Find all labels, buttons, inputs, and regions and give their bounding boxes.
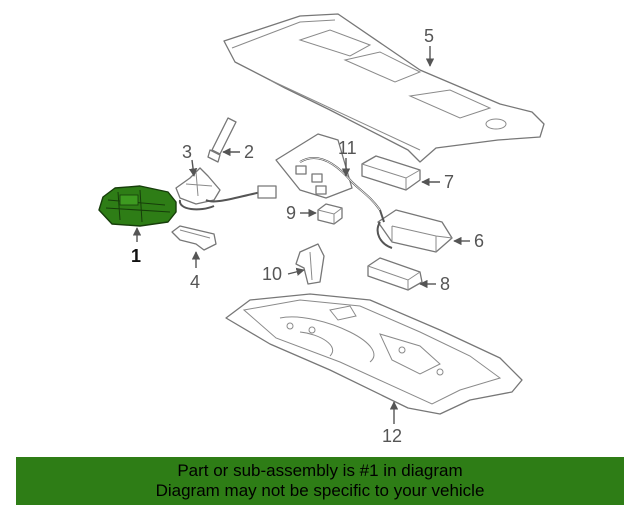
callout-5: 5 (424, 26, 434, 46)
part-2-antenna-rod[interactable] (207, 117, 237, 163)
leader-lines (132, 46, 470, 424)
callout-10: 10 (262, 264, 282, 284)
info-banner: Part or sub-assembly is #1 in diagram Di… (16, 457, 624, 505)
part-5-upper-panel[interactable] (223, 13, 545, 163)
parts-diagram: 1 2 3 4 5 6 7 8 9 10 11 12 (98, 13, 545, 446)
part-11-harness-bracket[interactable] (275, 133, 381, 211)
callout-4: 4 (190, 272, 200, 292)
part-6-control-unit[interactable] (376, 209, 453, 253)
callout-7: 7 (444, 172, 454, 192)
callout-labels: 1 2 3 4 5 6 7 8 9 10 11 12 (131, 26, 484, 446)
part-9-connector-block[interactable] (317, 203, 343, 225)
callout-1: 1 (131, 246, 141, 266)
part-1-module[interactable] (98, 185, 177, 227)
callout-12: 12 (382, 426, 402, 446)
callout-8: 8 (440, 274, 450, 294)
part-12-floor-panel[interactable] (225, 293, 523, 415)
callout-3: 3 (182, 142, 192, 162)
part-7-module-box[interactable] (361, 155, 421, 191)
leader-3 (188, 159, 198, 177)
part-3-antenna-base[interactable] (175, 167, 277, 211)
banner-line-disclaimer: Diagram may not be specific to your vehi… (155, 481, 485, 500)
callout-9: 9 (286, 203, 296, 223)
part-8-module[interactable] (367, 257, 423, 291)
part-4-bracket[interactable] (171, 225, 217, 251)
banner-line-part: Part or sub-assembly is #1 in diagram (177, 461, 463, 480)
leader-10 (287, 267, 305, 276)
part-10-bracket[interactable] (295, 243, 325, 285)
callout-6: 6 (474, 231, 484, 251)
callout-2: 2 (244, 142, 254, 162)
callout-11: 11 (338, 138, 357, 158)
